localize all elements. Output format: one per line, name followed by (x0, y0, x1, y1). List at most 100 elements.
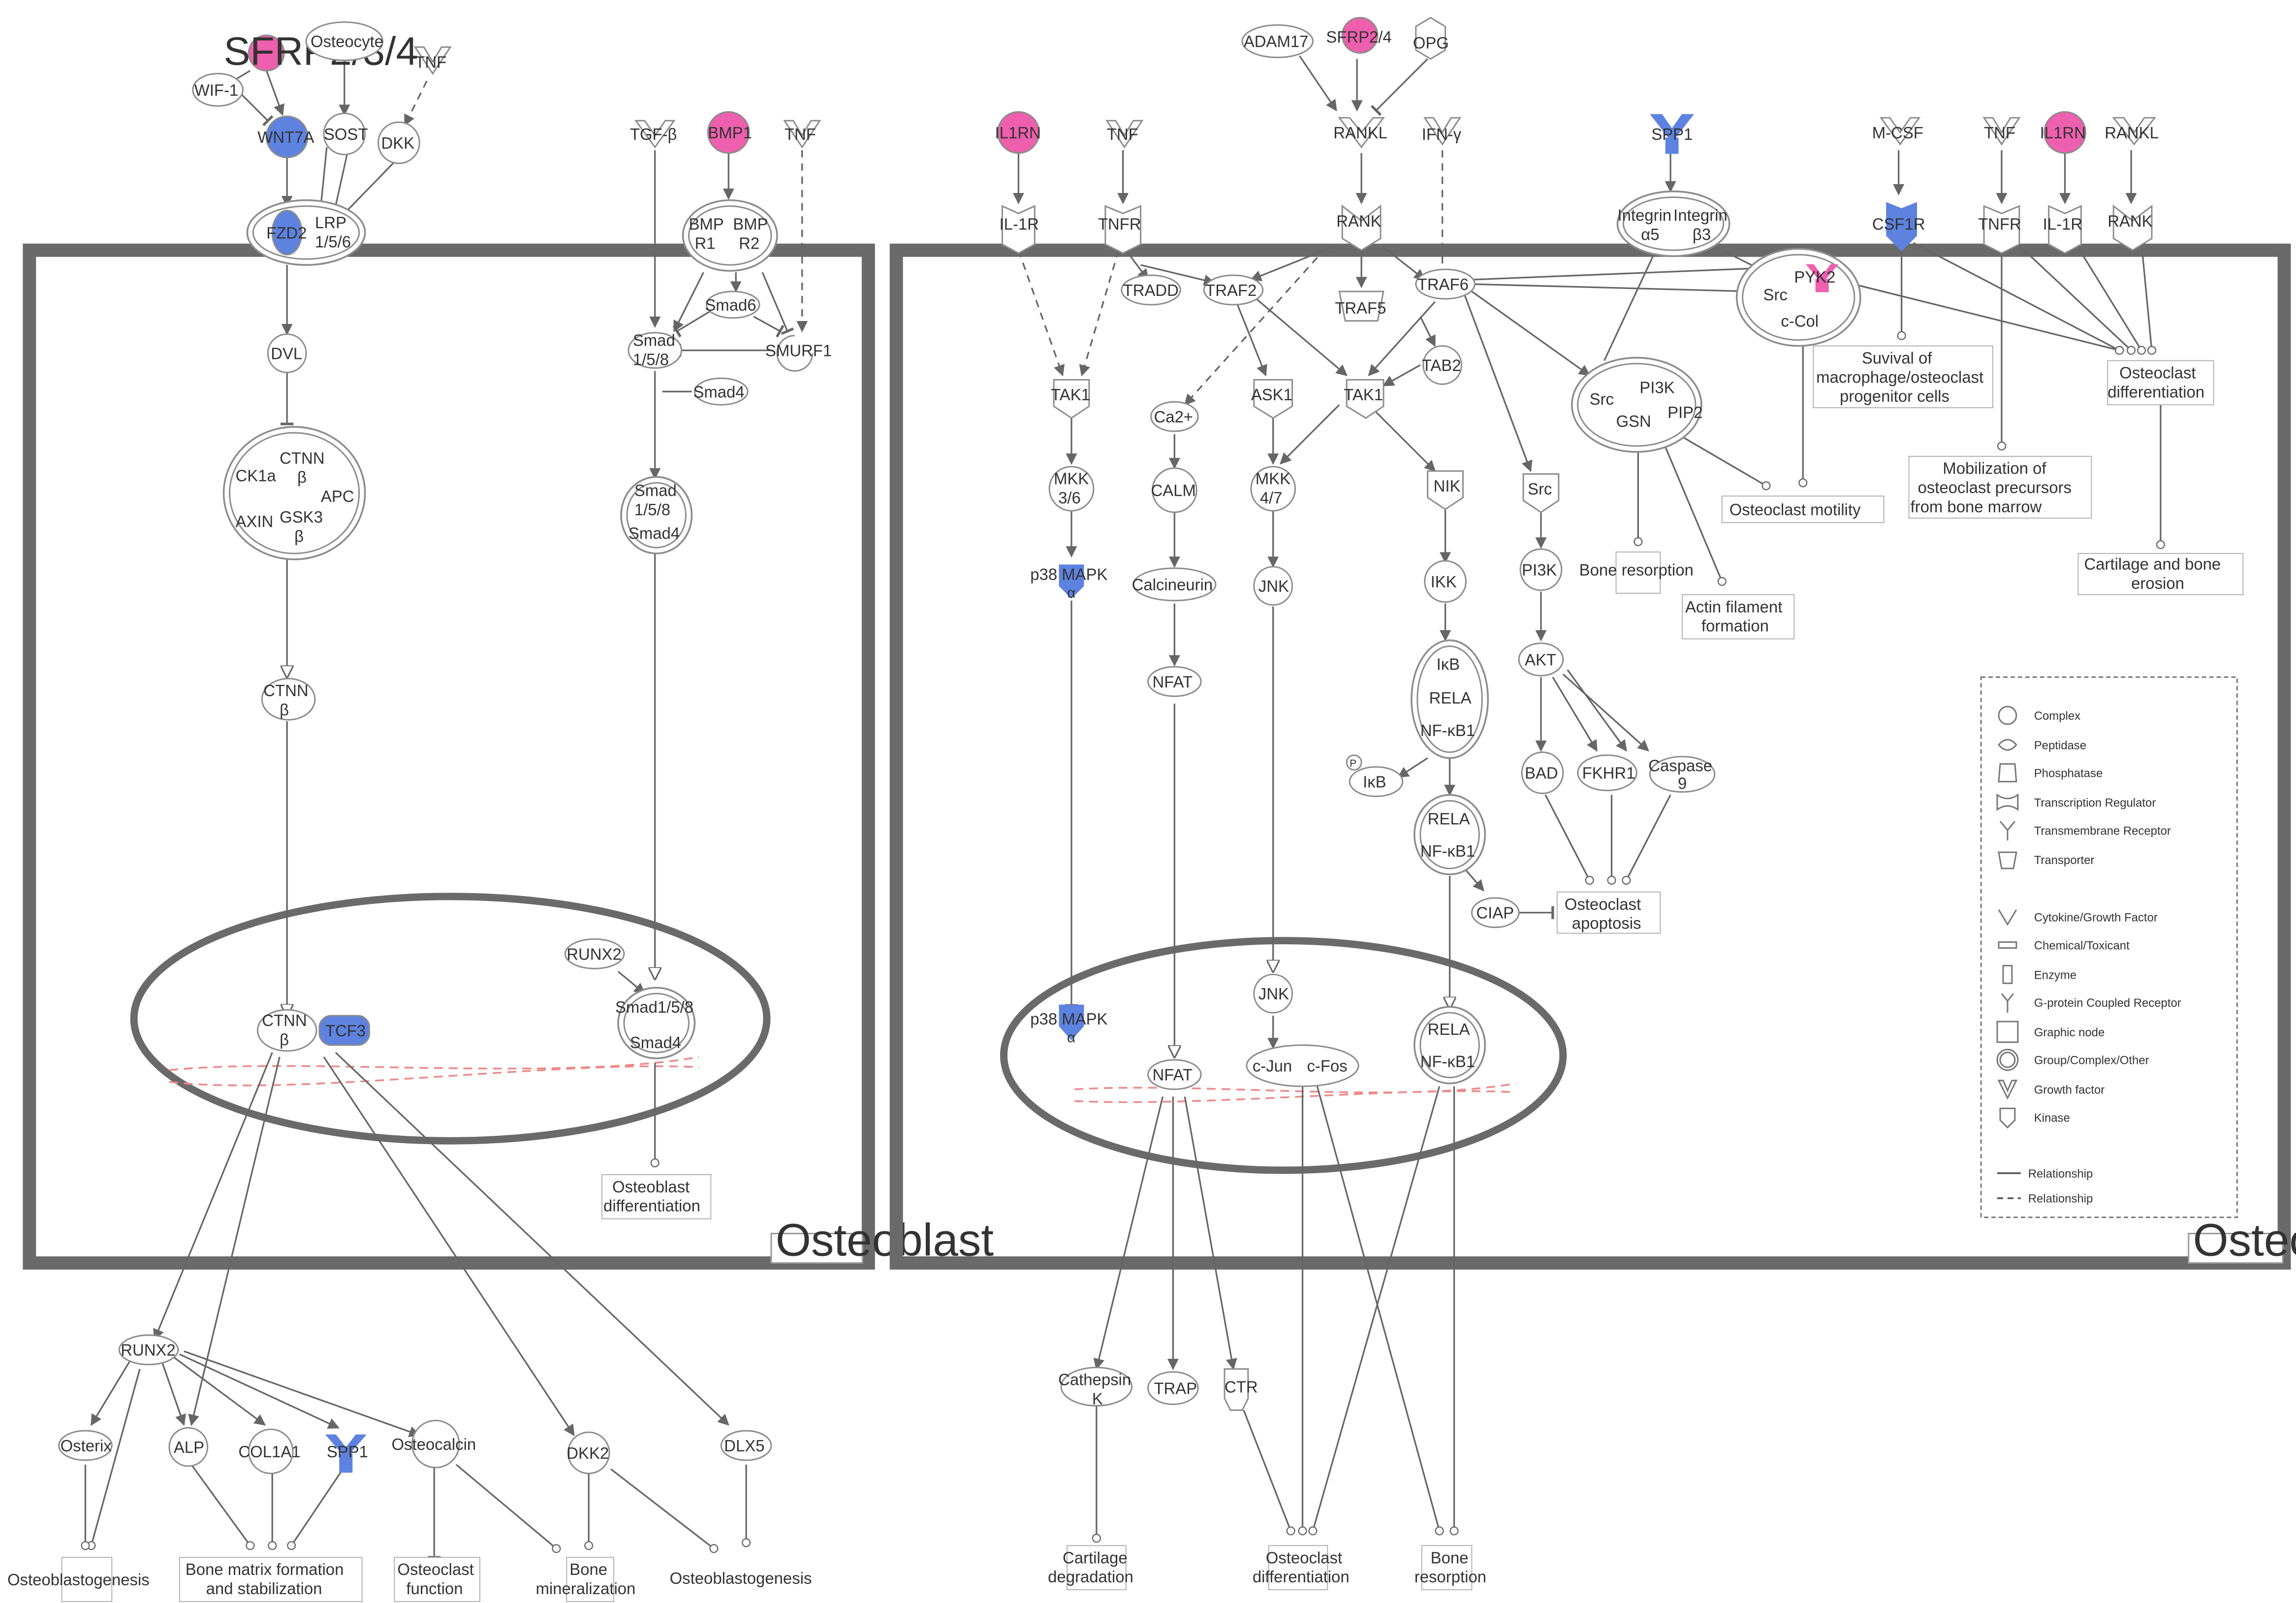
node-ctnnb-tcf3[interactable]: CTNN β TCF3 (256, 1009, 371, 1052)
node-calcineurin[interactable]: Calcineurin (1132, 567, 1217, 602)
node-rank-b[interactable]: RANK (2107, 204, 2153, 252)
node-osteocyte[interactable]: Osteocyte (305, 21, 383, 62)
process-bone-resorption-b[interactable]: Bone resorption (1415, 1545, 1486, 1590)
node-ctnnb-mid[interactable]: CTNN β (261, 677, 316, 721)
node-rank-a[interactable]: RANK (1336, 204, 1382, 252)
node-ciap[interactable]: CIAP (1471, 897, 1520, 929)
node-ifng[interactable]: IFN-γ (1422, 117, 1462, 146)
node-bad[interactable]: BAD (1521, 751, 1564, 795)
node-il1rn-b[interactable]: IL1RN (2040, 111, 2086, 154)
node-spp1-out[interactable]: SPP1 (325, 1434, 368, 1473)
process-bone-matrix-formation[interactable]: Bone matrix formation and stabilization (179, 1557, 363, 1602)
node-trap[interactable]: TRAP (1147, 1371, 1199, 1405)
node-smad158[interactable]: Smad 1/5/8 (628, 331, 683, 369)
node-integrin-complex[interactable]: Integrin α5 Integrin β3 (1616, 190, 1730, 257)
node-opg[interactable]: OPG (1413, 17, 1449, 60)
process-cartilage-degradation[interactable]: Cartilage degradation (1048, 1545, 1133, 1590)
process-osteoclast-motility[interactable]: Osteoclast motility (1721, 495, 1885, 523)
node-traf6[interactable]: TRAF6 (1415, 268, 1476, 300)
node-spp1-top[interactable]: SPP1 (1650, 114, 1694, 154)
node-il1rn-a[interactable]: IL1RN (995, 111, 1041, 154)
process-actin-filament-formation[interactable]: Actin filament formation (1682, 594, 1795, 640)
node-akt[interactable]: AKT (1518, 642, 1564, 676)
node-runx2-nucleus[interactable]: RUNX2 (564, 938, 625, 969)
node-traf2[interactable]: TRAF2 (1203, 274, 1264, 306)
node-caspase9[interactable]: Caspase 9 (1648, 756, 1716, 793)
node-osteocalcin[interactable]: Osteocalcin (391, 1419, 476, 1469)
node-ctr[interactable]: CTR (1224, 1368, 1258, 1411)
node-src-c[interactable]: Src (1522, 473, 1560, 513)
node-fzd2-lrp-complex[interactable]: FZD2 LRP 1/5/6 (246, 199, 366, 266)
node-cathepsin[interactable]: Cathepsin K (1058, 1367, 1133, 1408)
process-survival-progenitors[interactable]: Suvival of macrophage/osteoclast progeni… (1813, 345, 1993, 409)
node-mkk36[interactable]: MKK 3/6 (1048, 466, 1095, 512)
process-osteoclast-differentiation-a[interactable]: Osteoclast differentiation (2107, 360, 2214, 406)
node-jnk[interactable]: JNK (1253, 566, 1293, 606)
process-cartilage-bone-erosion[interactable]: Cartilage and bone erosion (2077, 553, 2244, 595)
node-rankl-a[interactable]: RANKL (1333, 117, 1387, 149)
node-nfat[interactable]: NFAT (1147, 666, 1202, 697)
node-smad-nucleus[interactable]: Smad1/5/8 Smad4 (615, 987, 696, 1059)
node-dvl[interactable]: DVL (267, 333, 307, 373)
node-src-pi3k-gsn-pip2-complex[interactable]: Src PI3K GSN PIP2 (1571, 356, 1703, 453)
node-dkk[interactable]: DKK (377, 121, 420, 164)
node-dlx5[interactable]: DLX5 (720, 1430, 772, 1461)
process-osteoclast-differentiation-b[interactable]: Osteoclast differentiation (1253, 1545, 1350, 1590)
node-smad-complex[interactable]: Smad 1/5/8 Smad4 (620, 476, 693, 554)
node-smurf1[interactable]: SMURF1 (765, 335, 832, 372)
node-tnfr-a[interactable]: TNFR (1098, 205, 1142, 254)
node-tab2[interactable]: TAB2 (1422, 345, 1462, 385)
node-tak1-b[interactable]: TAK1 (1344, 379, 1384, 419)
node-ask1[interactable]: ASK1 (1251, 379, 1293, 419)
node-calm[interactable]: CALM (1151, 467, 1197, 513)
node-tnf-c[interactable]: TNF (1105, 120, 1144, 149)
node-destruction-complex[interactable]: CK1a CTNN β APC AXIN GSK3 β (222, 426, 366, 560)
node-tnfr-b[interactable]: TNFR (1978, 205, 2021, 254)
node-il1r-a[interactable]: IL-1R (999, 205, 1039, 254)
node-sost[interactable]: SOST (323, 112, 368, 156)
node-rankl-b[interactable]: RANKL (2105, 117, 2159, 146)
node-pi3k-b[interactable]: PI3K (1519, 548, 1563, 591)
node-runx2-out[interactable]: RUNX2 (118, 1334, 179, 1366)
node-alp[interactable]: ALP (168, 1427, 209, 1467)
node-mkk47[interactable]: MKK 4/7 (1250, 466, 1296, 512)
node-p38-nucleus[interactable]: p38 MAPK α (1030, 1004, 1108, 1046)
node-adam17[interactable]: ADAM17 (1241, 24, 1314, 59)
node-dkk2[interactable]: DKK2 (566, 1431, 610, 1475)
node-ikb-phospho[interactable]: IκB P (1346, 754, 1404, 798)
node-tak1-a[interactable]: TAK1 (1051, 379, 1090, 419)
node-tnf-d[interactable]: TNF (1982, 117, 2021, 146)
node-p38[interactable]: p38 MAPK α (1030, 564, 1108, 601)
process-mobilization[interactable]: Mobilization of osteoclast precursors fr… (1908, 455, 2092, 519)
process-osteoclast-function[interactable]: Osteoclast function (394, 1557, 480, 1602)
node-rela-nfkb1-nucleus[interactable]: RELA NF-κB1 (1413, 1006, 1486, 1085)
node-osterix[interactable]: Osterix (58, 1430, 113, 1461)
process-osteoblast-differentiation[interactable]: Osteoblast differentiation (601, 1174, 712, 1219)
node-col1a1[interactable]: COL1A1 (238, 1428, 301, 1475)
node-bmpr-complex[interactable]: BMP R1 BMP R2 (682, 199, 778, 272)
node-wif1[interactable]: WIF-1 (192, 73, 244, 107)
node-wnt7a[interactable]: WNT7A (257, 115, 314, 159)
node-tgfb[interactable]: TGF-β (630, 120, 677, 149)
node-ikb-rela-nfkb1-complex[interactable]: IκB RELA NF-κB1 (1410, 639, 1489, 759)
process-bone-mineralization[interactable]: Bone mineralization (536, 1557, 636, 1602)
node-smad6[interactable]: Smad6 (705, 290, 760, 319)
node-sfrp24[interactable]: SFRP2/4 (1326, 17, 1392, 54)
node-il1r-b[interactable]: IL-1R (2043, 205, 2082, 254)
process-osteoblastogenesis-2[interactable]: Osteoblastogenesis (670, 1569, 812, 1587)
node-mcsf[interactable]: M-CSF (1872, 117, 1923, 146)
node-nik[interactable]: NIK (1427, 470, 1464, 511)
node-ap1-complex[interactable]: c-Jun c-Fos (1246, 1044, 1359, 1088)
node-tradd[interactable]: TRADD (1121, 274, 1181, 306)
process-osteoclast-apoptosis[interactable]: Osteoclast apoptosis (1556, 891, 1661, 934)
node-traf5[interactable]: TRAF5 (1335, 290, 1386, 322)
node-csf1r[interactable]: CSF1R (1872, 202, 1925, 252)
process-osteoblastogenesis-1[interactable]: Osteoblastogenesis (7, 1557, 150, 1602)
process-bone-resorption-a[interactable]: Bone resorption (1579, 551, 1694, 594)
node-nfat-nucleus[interactable]: NFAT (1147, 1059, 1202, 1090)
node-smad4[interactable]: Smad4 (693, 377, 749, 406)
node-rela-nfkb1[interactable]: RELA NF-κB1 (1413, 794, 1486, 875)
node-ca2[interactable]: Ca2+ (1150, 401, 1199, 432)
node-src-pyk2-ccol-complex[interactable]: Src PYK2 c-Col (1735, 248, 1861, 347)
node-tnf-a[interactable]: TNF (413, 46, 452, 75)
